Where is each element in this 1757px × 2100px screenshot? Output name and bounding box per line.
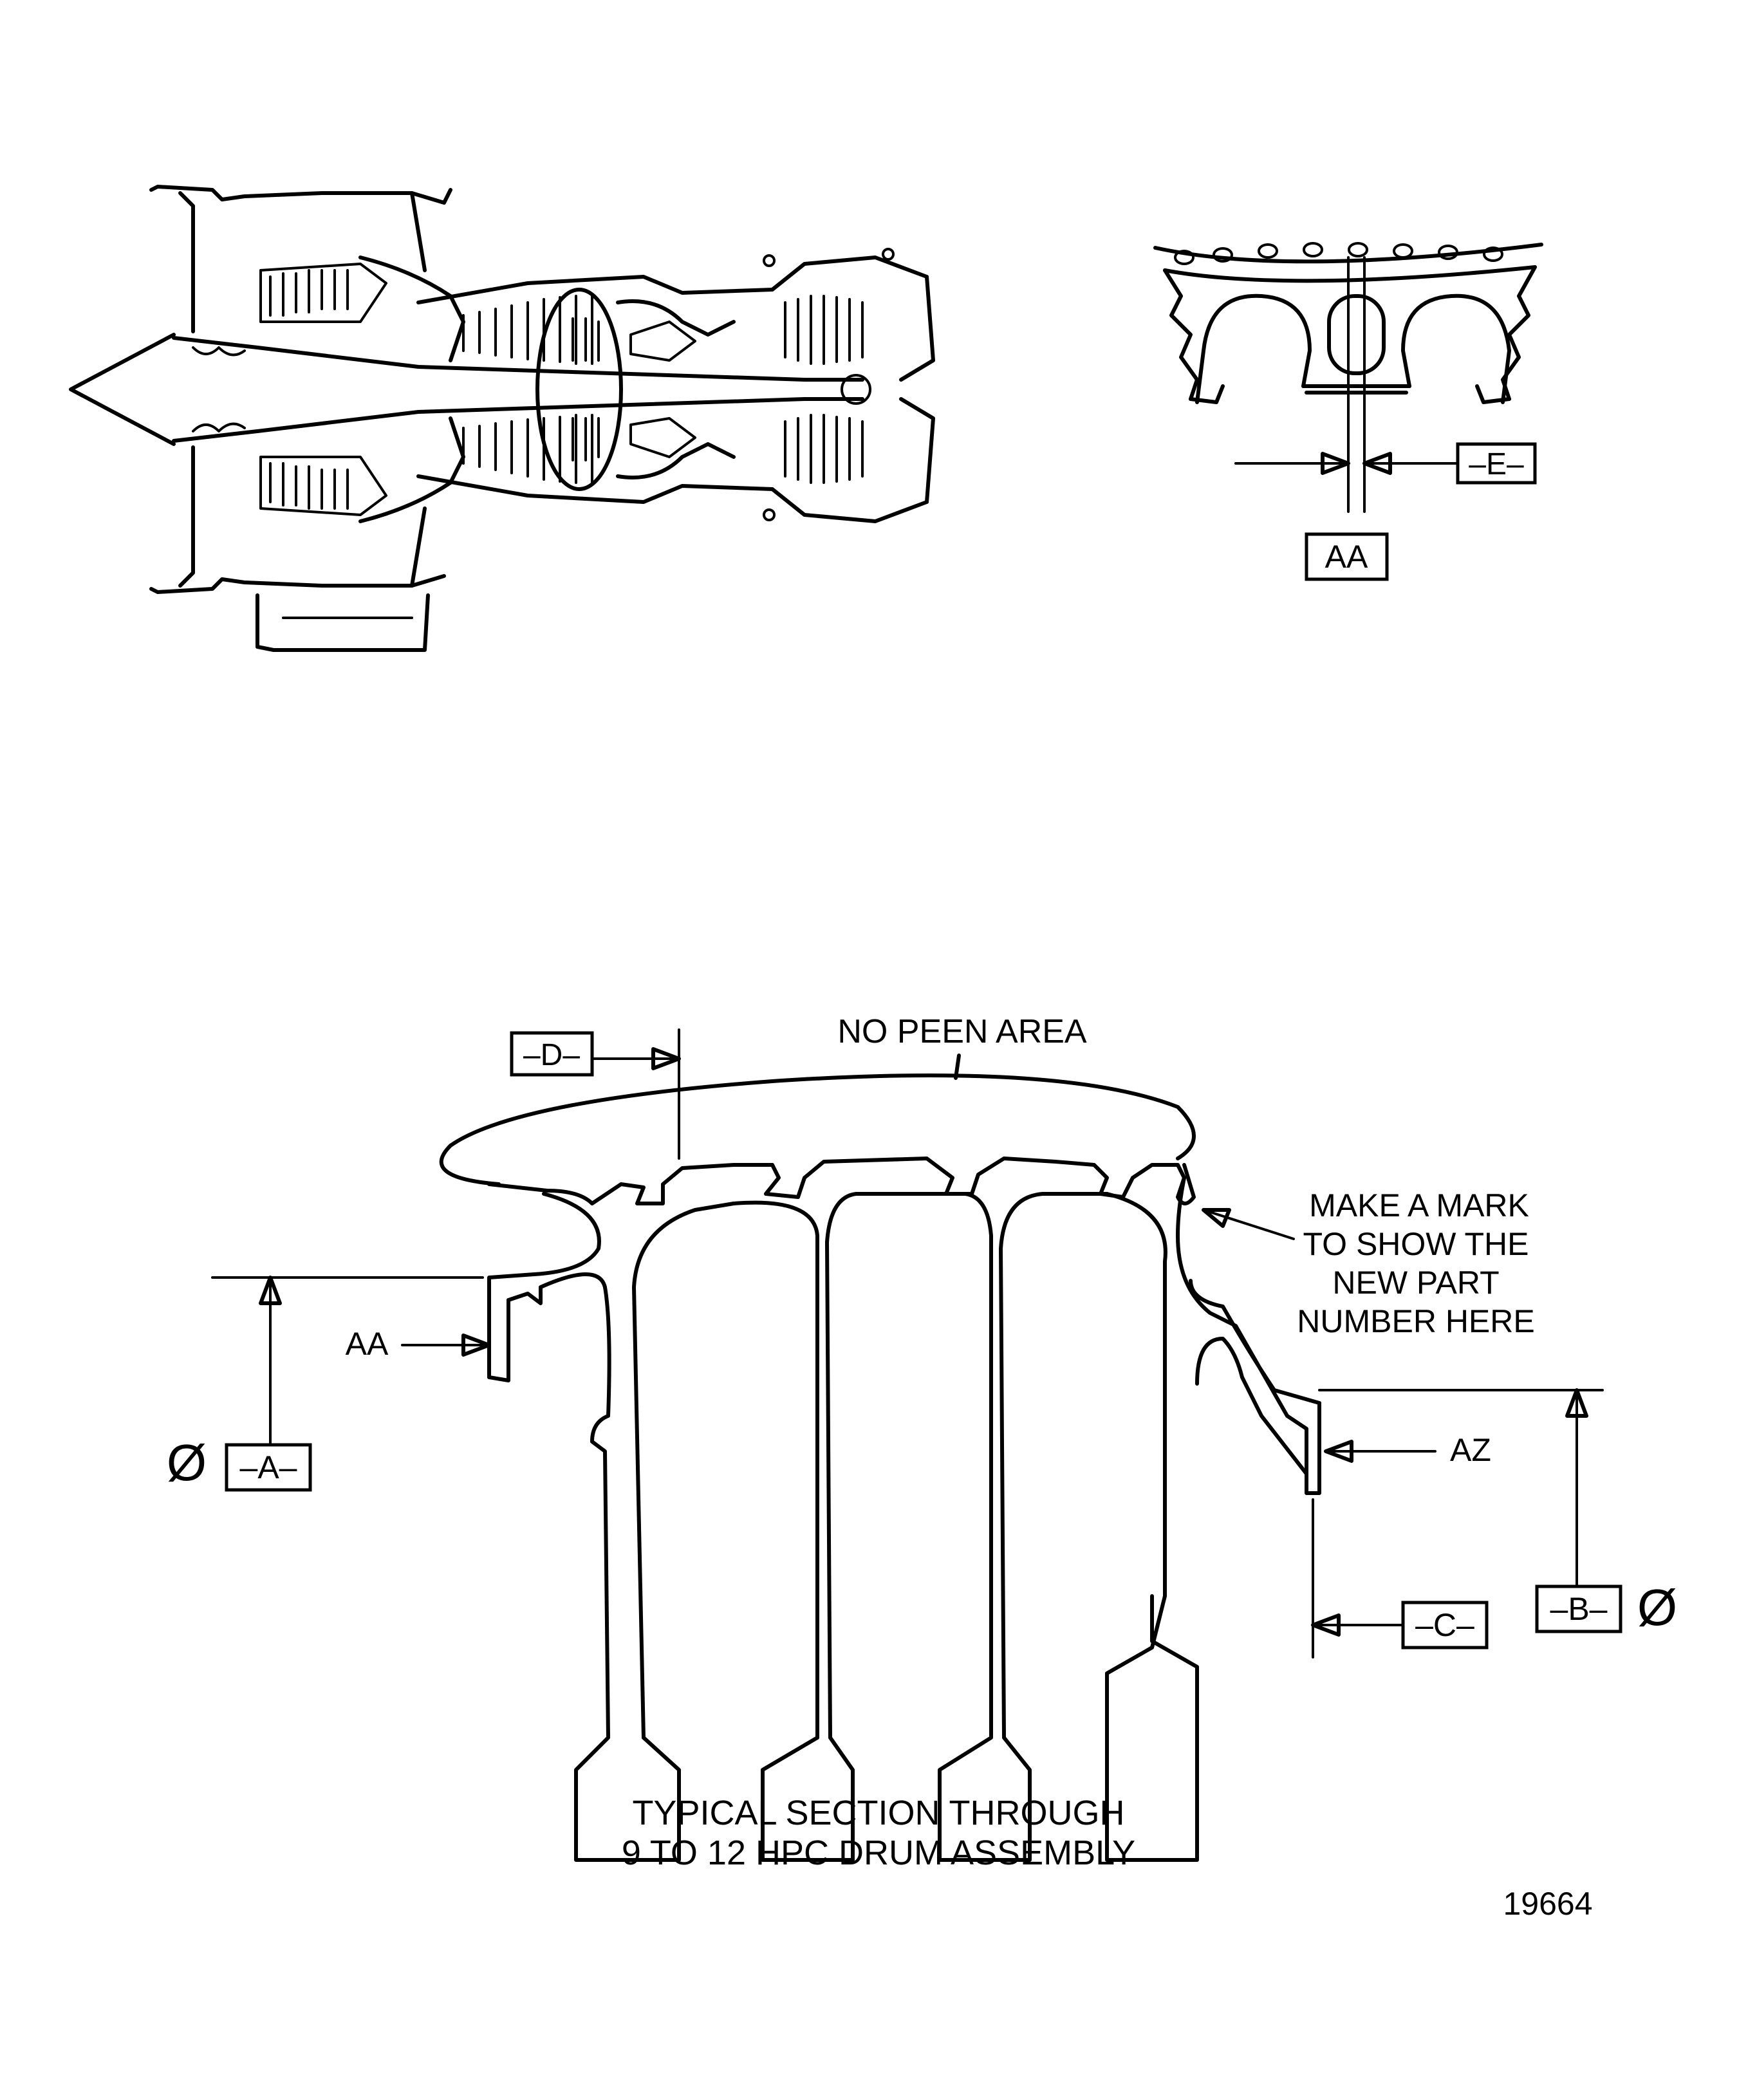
- mark-note-line3: NEW PART: [1332, 1265, 1499, 1301]
- datum-a-label: –A–: [240, 1449, 297, 1485]
- engine-cross-section: [69, 185, 935, 652]
- caption-line2: 9 TO 12 HPC DRUM ASSEMBLY: [622, 1834, 1135, 1872]
- datum-d-box: [510, 1031, 594, 1077]
- datum-d-label: –D–: [523, 1038, 580, 1072]
- detail-aa-box: [1305, 532, 1389, 581]
- caption-line1: TYPICAL SECTION THROUGH: [632, 1794, 1124, 1832]
- mark-note-line1: MAKE A MARK: [1309, 1187, 1529, 1223]
- figure-number: 19664: [1503, 1886, 1592, 1922]
- diameter-b-symbol: Ø: [1637, 1579, 1677, 1636]
- mark-note-line4: NUMBER HERE: [1297, 1303, 1534, 1339]
- datum-e-box: [1456, 442, 1537, 485]
- mark-note-line2: TO SHOW THE: [1303, 1226, 1529, 1262]
- drum-section: NO PEEN AREA –D– MAKE A MARK TO SHOW THE…: [167, 1013, 1677, 1922]
- surface-az-label: AZ: [1450, 1432, 1491, 1468]
- disk-slot-detail: –E– AA: [1153, 242, 1543, 581]
- detail-aa-label: AA: [1325, 539, 1368, 575]
- datum-b-label: –B–: [1550, 1591, 1608, 1627]
- no-peen-area-label: NO PEEN AREA: [837, 1013, 1087, 1050]
- datum-e-label: –E–: [1469, 447, 1524, 481]
- datum-b-box: [1535, 1584, 1622, 1633]
- diameter-a-symbol: Ø: [167, 1434, 207, 1491]
- datum-c-box: [1401, 1601, 1489, 1649]
- datum-c-label: –C–: [1415, 1607, 1474, 1643]
- surface-aa-label: AA: [346, 1326, 389, 1362]
- datum-a-box: [225, 1443, 312, 1492]
